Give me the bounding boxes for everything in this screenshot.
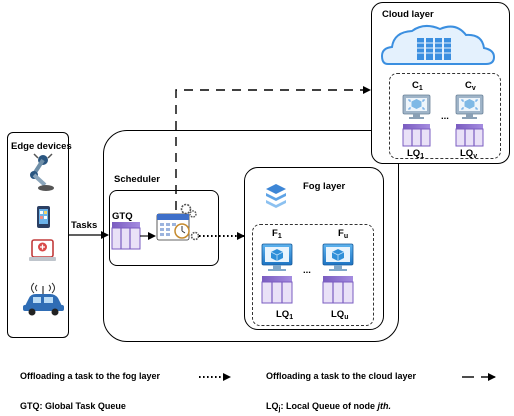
cloud-nodes-group: [389, 73, 501, 159]
robot-arm-icon: [30, 153, 54, 191]
fog-queue-u-label: LQu: [331, 309, 349, 321]
scheduler-icon: [156, 203, 200, 241]
medical-device-icon: [29, 239, 56, 261]
cloud-offload-arrow: [175, 86, 371, 210]
tasks-label: Tasks: [71, 220, 98, 231]
fog-node-u-monitor-icon: [322, 243, 354, 271]
fog-queue-1-label: LQ1: [276, 309, 294, 321]
legend-fog-offload: Offloading a task to the fog layer: [20, 371, 161, 381]
cloud-node-1-monitor-icon: [402, 94, 431, 119]
fog-node-1-queue-icon: [261, 276, 293, 304]
scheduler-title: Scheduler: [114, 174, 160, 185]
cloud-queue-1-label: LQ1: [407, 148, 425, 160]
edge-devices-title: Edge devices: [11, 141, 72, 152]
fog-node-u-label: Fu: [338, 228, 349, 240]
legend-cloud-offload: Offloading a task to the cloud layer: [266, 371, 417, 381]
gtq-label: GTQ: [112, 211, 133, 222]
fog-ellipsis: ...: [303, 265, 311, 276]
fog-layer-title: Fog layer: [303, 181, 346, 192]
legend-lq-definition: LQj: Local Queue of node jth.: [266, 401, 391, 413]
cloud-queue-v-label: LQv: [460, 148, 478, 160]
cloud-ellipsis: ...: [441, 111, 449, 122]
connected-car-icon: [23, 282, 64, 316]
smartphone-icon: [37, 206, 50, 228]
fog-node-u-queue-icon: [322, 276, 354, 304]
cloud-node-1-queue-icon: [402, 124, 431, 147]
fog-node-1-label: F1: [272, 228, 282, 240]
cloud-node-1-label: C1: [412, 80, 423, 92]
gtq-queue-icon: [111, 222, 141, 250]
cloud-layer-panel: [371, 2, 510, 164]
cloud-node-v-queue-icon: [455, 124, 484, 147]
legend-gtq-definition: GTQ: Global Task Queue: [20, 401, 126, 411]
fog-nodes-group: [252, 224, 374, 326]
fog-stack-icon: [266, 184, 286, 208]
fog-node-1-monitor-icon: [261, 243, 293, 271]
cloud-layer-title: Cloud layer: [382, 9, 434, 20]
cloud-node-v-label: Cv: [465, 80, 476, 92]
cloud-server-icon: [380, 25, 496, 65]
cloud-node-v-monitor-icon: [455, 94, 484, 119]
